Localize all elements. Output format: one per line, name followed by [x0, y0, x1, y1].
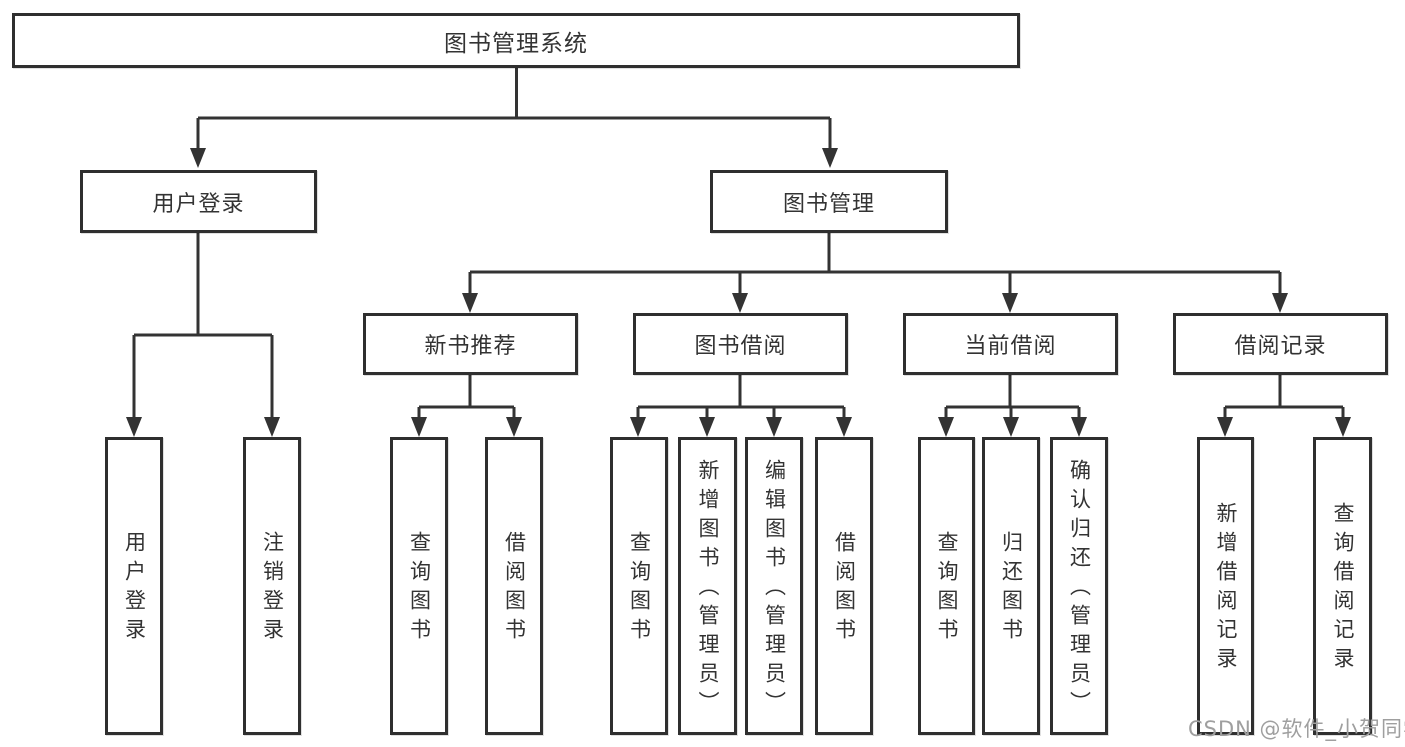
node-current-borrowing: 当前借阅 [903, 313, 1118, 375]
leaf-user-login-action: 用户登录 [105, 437, 163, 735]
node-book-management: 图书管理 [710, 170, 948, 233]
leaf-query-books-newrec: 查询图书 [390, 437, 448, 735]
csdn-watermark: CSDN @软件_小贺同学 [1188, 717, 1405, 741]
node-root-system: 图书管理系统 [12, 13, 1020, 68]
leaf-logout-action: 注销登录 [243, 437, 301, 735]
leaf-confirm-return-admin: 确认归还（管理员） [1050, 437, 1108, 735]
arrowheads [126, 148, 1351, 437]
leaf-borrow-books-borrowing: 借阅图书 [815, 437, 873, 735]
leaf-query-books-current: 查询图书 [918, 437, 975, 735]
node-book-borrowing: 图书借阅 [633, 313, 848, 375]
leaf-edit-books-admin: 编辑图书（管理员） [745, 437, 803, 735]
leaf-add-borrow-record: 新增借阅记录 [1197, 437, 1254, 735]
leaf-query-borrow-record: 查询借阅记录 [1313, 437, 1372, 735]
node-borrow-records: 借阅记录 [1173, 313, 1388, 375]
leaf-return-books: 归还图书 [982, 437, 1040, 735]
leaf-add-books-admin: 新增图书（管理员） [678, 437, 737, 735]
leaf-borrow-books-newrec: 借阅图书 [485, 437, 543, 735]
node-new-book-recommend: 新书推荐 [363, 313, 578, 375]
leaf-query-books-borrowing: 查询图书 [610, 437, 668, 735]
node-user-login: 用户登录 [80, 170, 317, 233]
